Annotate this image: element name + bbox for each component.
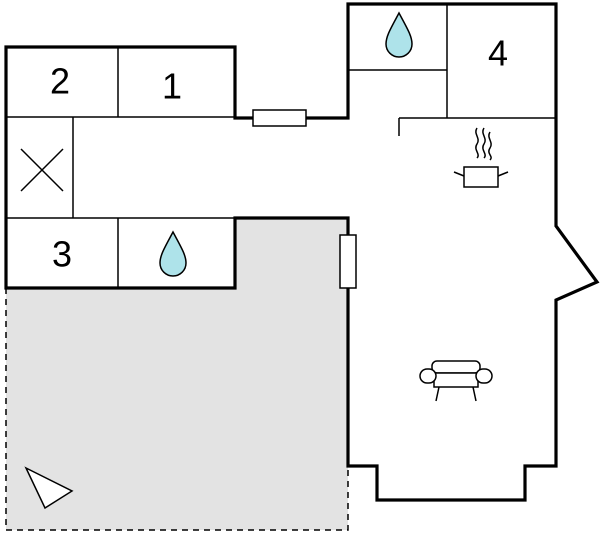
- cross-icon: [20, 148, 64, 192]
- water-drop-icon: [385, 11, 413, 58]
- window-corridor: [252, 109, 307, 127]
- terrace-area: [5, 218, 349, 531]
- water-drop-icon: [159, 230, 187, 277]
- room-4-label: 4: [488, 33, 508, 74]
- room-3-label: 3: [52, 234, 72, 275]
- window-living: [339, 234, 357, 289]
- exterior-walls: [4, 2, 600, 502]
- room-2-label: 2: [50, 61, 70, 102]
- cooking-pot-icon: [453, 127, 509, 188]
- room-1-label: 1: [162, 66, 182, 107]
- compass-arrow-icon: [24, 466, 74, 510]
- sofa-icon: [419, 360, 493, 402]
- interior-walls: [6, 4, 556, 288]
